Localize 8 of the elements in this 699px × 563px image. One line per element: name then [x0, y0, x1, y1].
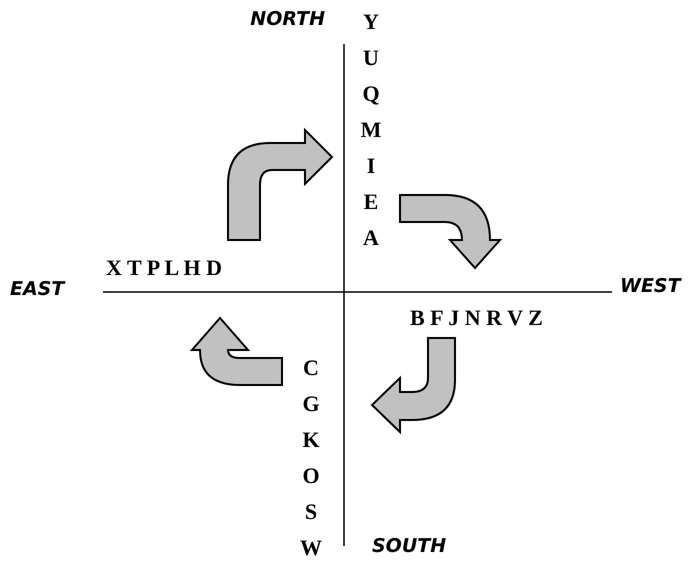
compass-label: EAST [10, 278, 64, 300]
compass-label: NORTH [250, 8, 325, 30]
letter-sequence: C G K O S W [300, 354, 322, 562]
letter-sequence: X T P L H D [106, 255, 222, 281]
compass-label: SOUTH [372, 535, 446, 557]
letter-sequence: B F J N R V Z [410, 305, 543, 331]
compass-label: WEST [620, 275, 681, 297]
letter-sequence: Y U Q M I E A [360, 8, 382, 252]
